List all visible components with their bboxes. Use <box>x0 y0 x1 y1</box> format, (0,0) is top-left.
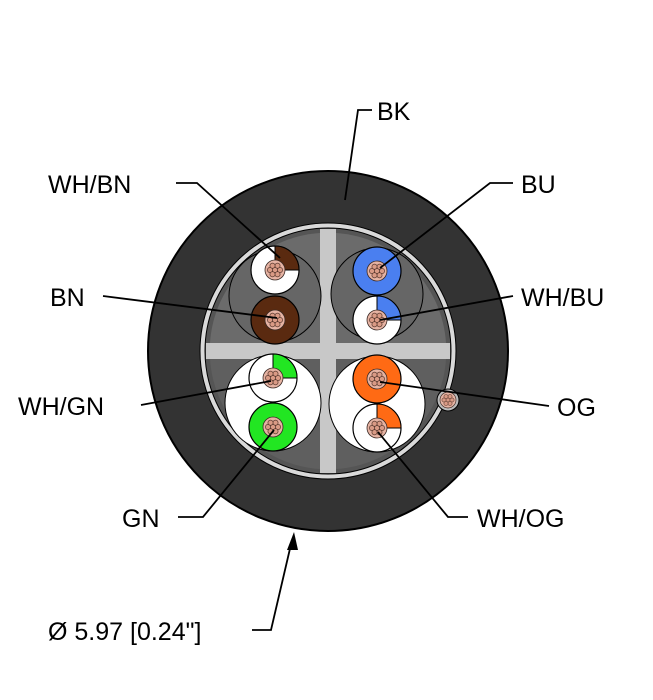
wire-wh-gn <box>248 353 298 403</box>
leader-bk <box>344 109 372 201</box>
wire-bn <box>250 295 300 345</box>
leader-bu <box>379 182 513 269</box>
wire-wh-og <box>352 403 402 453</box>
leader-diameter <box>252 539 293 631</box>
label-bn: BN <box>50 284 85 312</box>
leader-gn <box>178 429 275 518</box>
label-gn: GN <box>122 505 160 533</box>
leader-wh-gn <box>140 380 272 406</box>
separator-horizontal <box>206 343 450 359</box>
leader-wh-og <box>377 431 468 518</box>
label-bu: BU <box>521 171 556 199</box>
label-og: OG <box>557 394 596 422</box>
wire-gn <box>248 402 298 452</box>
leader-og <box>379 381 550 407</box>
wire-og <box>352 354 402 404</box>
leader-wh-bu <box>379 295 514 321</box>
diameter-arrowhead <box>287 532 298 550</box>
label-wh-bn: WH/BN <box>48 171 131 199</box>
label-wh-bu: WH/BU <box>521 284 604 312</box>
leader-bn <box>102 295 278 319</box>
label-bk: BK <box>377 98 411 126</box>
label-wh-og: WH/OG <box>477 505 565 533</box>
wire-wh-bu <box>352 295 402 345</box>
leader-wh-bn <box>176 182 281 259</box>
wire-bu <box>352 246 402 296</box>
label-diameter: Ø 5.97 [0.24"] <box>48 618 201 646</box>
label-wh-gn: WH/GN <box>18 393 104 421</box>
wire-wh-bn <box>250 245 300 295</box>
